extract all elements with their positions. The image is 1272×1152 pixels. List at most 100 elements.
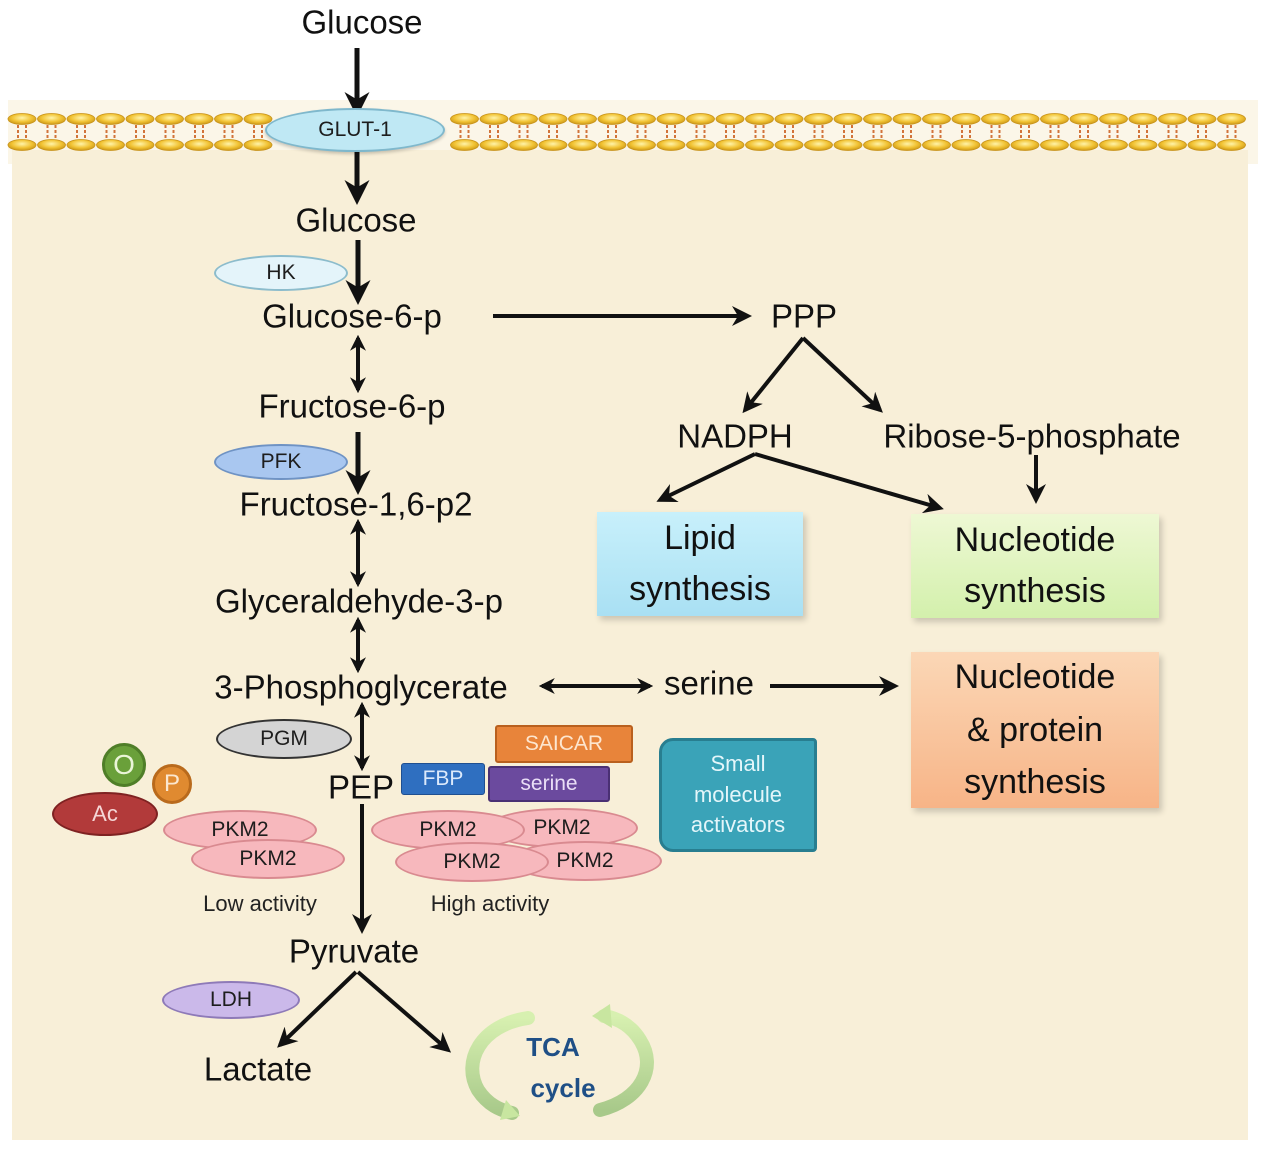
lipid-head (1069, 113, 1099, 125)
acetylation-mark: Ac (52, 792, 158, 836)
arrow-nadph-lipid (656, 452, 756, 503)
nucleotide-protein-line-3: synthesis (964, 763, 1106, 802)
o-glcnac-mark: O (102, 743, 146, 787)
lipid-head (833, 139, 863, 151)
pkm2-label: PKM2 (211, 818, 269, 841)
hk-label: HK (266, 261, 296, 284)
lipid-head (479, 139, 509, 151)
serine-activator: serine (488, 766, 610, 802)
pkm2-label: PKM2 (239, 847, 297, 870)
lipid-head (981, 139, 1010, 151)
arrow-pyruvate-tca (356, 970, 452, 1053)
arrow-nadph-nucleotide (754, 452, 944, 514)
lipid-head (597, 113, 627, 125)
lipid-head (1128, 113, 1158, 125)
lipid-head (656, 139, 686, 151)
lipid-head (922, 113, 951, 125)
fbp-activator: FBP (401, 763, 485, 795)
nucleotide-line-2: synthesis (964, 572, 1106, 610)
ribose-5-phosphate: Ribose-5-phosphate (883, 417, 1181, 455)
lipid-head (951, 139, 981, 151)
nucleotide-protein-synthesis-box: Nucleotide & protein synthesis (911, 652, 1159, 808)
lipid-head (1040, 139, 1069, 151)
lipid-head (892, 113, 922, 125)
lipid-line-2: synthesis (629, 570, 771, 608)
p-label: P (163, 770, 180, 797)
nucleotide-protein-line-1: Nucleotide (954, 657, 1116, 696)
low-activity-label: Low activity (203, 891, 317, 916)
lipid-head (1069, 139, 1099, 151)
arrow-ppp-ribose (801, 336, 883, 413)
lactate: Lactate (203, 1050, 313, 1088)
nucleotide-synthesis-box: Nucleotide synthesis (911, 514, 1159, 618)
lipid-head (1217, 113, 1246, 125)
lipid-head (863, 139, 892, 151)
pkm2-tetramer-unit: PKM2 (395, 842, 549, 882)
3-phosphoglycerate: 3-Phosphoglycerate (214, 668, 508, 706)
enzyme-hk: HK (214, 255, 348, 291)
lipid-head (951, 113, 981, 125)
lipid-head (450, 139, 479, 151)
lipid-head (568, 139, 597, 151)
nadph: NADPH (677, 417, 793, 455)
tca-cycle-icon (465, 1004, 654, 1120)
lipid-head (37, 139, 66, 151)
lipid-head (981, 113, 1010, 125)
lipid-head (66, 113, 96, 125)
pkm2-label: PKM2 (533, 816, 591, 839)
lipid-head (96, 113, 125, 125)
lipid-head (627, 113, 656, 125)
pkm2-label: PKM2 (443, 850, 501, 873)
fructose-1-6-bisphosphate: Fructose-1,6-p2 (239, 485, 473, 523)
o-label: O (113, 749, 135, 780)
lipid-head (1099, 139, 1128, 151)
lipid-head (833, 113, 863, 125)
lipid-head (1158, 139, 1187, 151)
glut1-transporter: GLUT-1 (265, 108, 445, 152)
lipid-head (243, 113, 273, 125)
lipid-head (243, 139, 273, 151)
lipid-line-1: Lipid (664, 519, 736, 557)
lipid-head (96, 139, 125, 151)
lipid-head (450, 113, 479, 125)
pkm2-label: PKM2 (419, 818, 477, 841)
pkm2-label: PKM2 (556, 849, 614, 872)
pkm2-dimer-unit: PKM2 (191, 839, 345, 879)
serine-tag-label: serine (520, 772, 578, 795)
lipid-head (125, 113, 155, 125)
fbp-label: FBP (422, 767, 464, 790)
lipid-head (715, 139, 745, 151)
lipid-head (155, 113, 184, 125)
lipid-head (774, 139, 804, 151)
lipid-head (509, 139, 538, 151)
pgm-label: PGM (260, 727, 308, 750)
lipid-head (538, 113, 568, 125)
pfk-label: PFK (260, 450, 302, 473)
ldh-label: LDH (209, 988, 252, 1011)
phosphorylation-mark: P (152, 764, 192, 804)
lipid-head (686, 139, 715, 151)
enzyme-pfk: PFK (214, 444, 348, 480)
lipid-head (745, 113, 774, 125)
tca-label-line-2: cycle (530, 1073, 596, 1103)
arrow-ppp-nadph (742, 336, 805, 414)
glyceraldehyde-3-phosphate: Glyceraldehyde-3-p (215, 582, 503, 620)
nucleotide-protein-line-2: & protein (966, 710, 1104, 749)
lipid-head (1010, 139, 1040, 151)
glut1-label: GLUT-1 (318, 118, 392, 141)
small-molecule-activators-box: Small molecule activators (659, 738, 817, 852)
lipid-head (214, 113, 243, 125)
lipid-head (155, 139, 184, 151)
enzyme-pgm: PGM (216, 719, 352, 759)
lipid-head (627, 139, 656, 151)
small-molecule-line-1: Small (710, 750, 766, 776)
lipid-head (184, 139, 214, 151)
ppp: PPP (770, 297, 838, 335)
lipid-head (656, 113, 686, 125)
lipid-head (37, 113, 66, 125)
lipid-head (214, 139, 243, 151)
lipid-head (509, 113, 538, 125)
lipid-head (774, 113, 804, 125)
lipid-head (1187, 139, 1217, 151)
